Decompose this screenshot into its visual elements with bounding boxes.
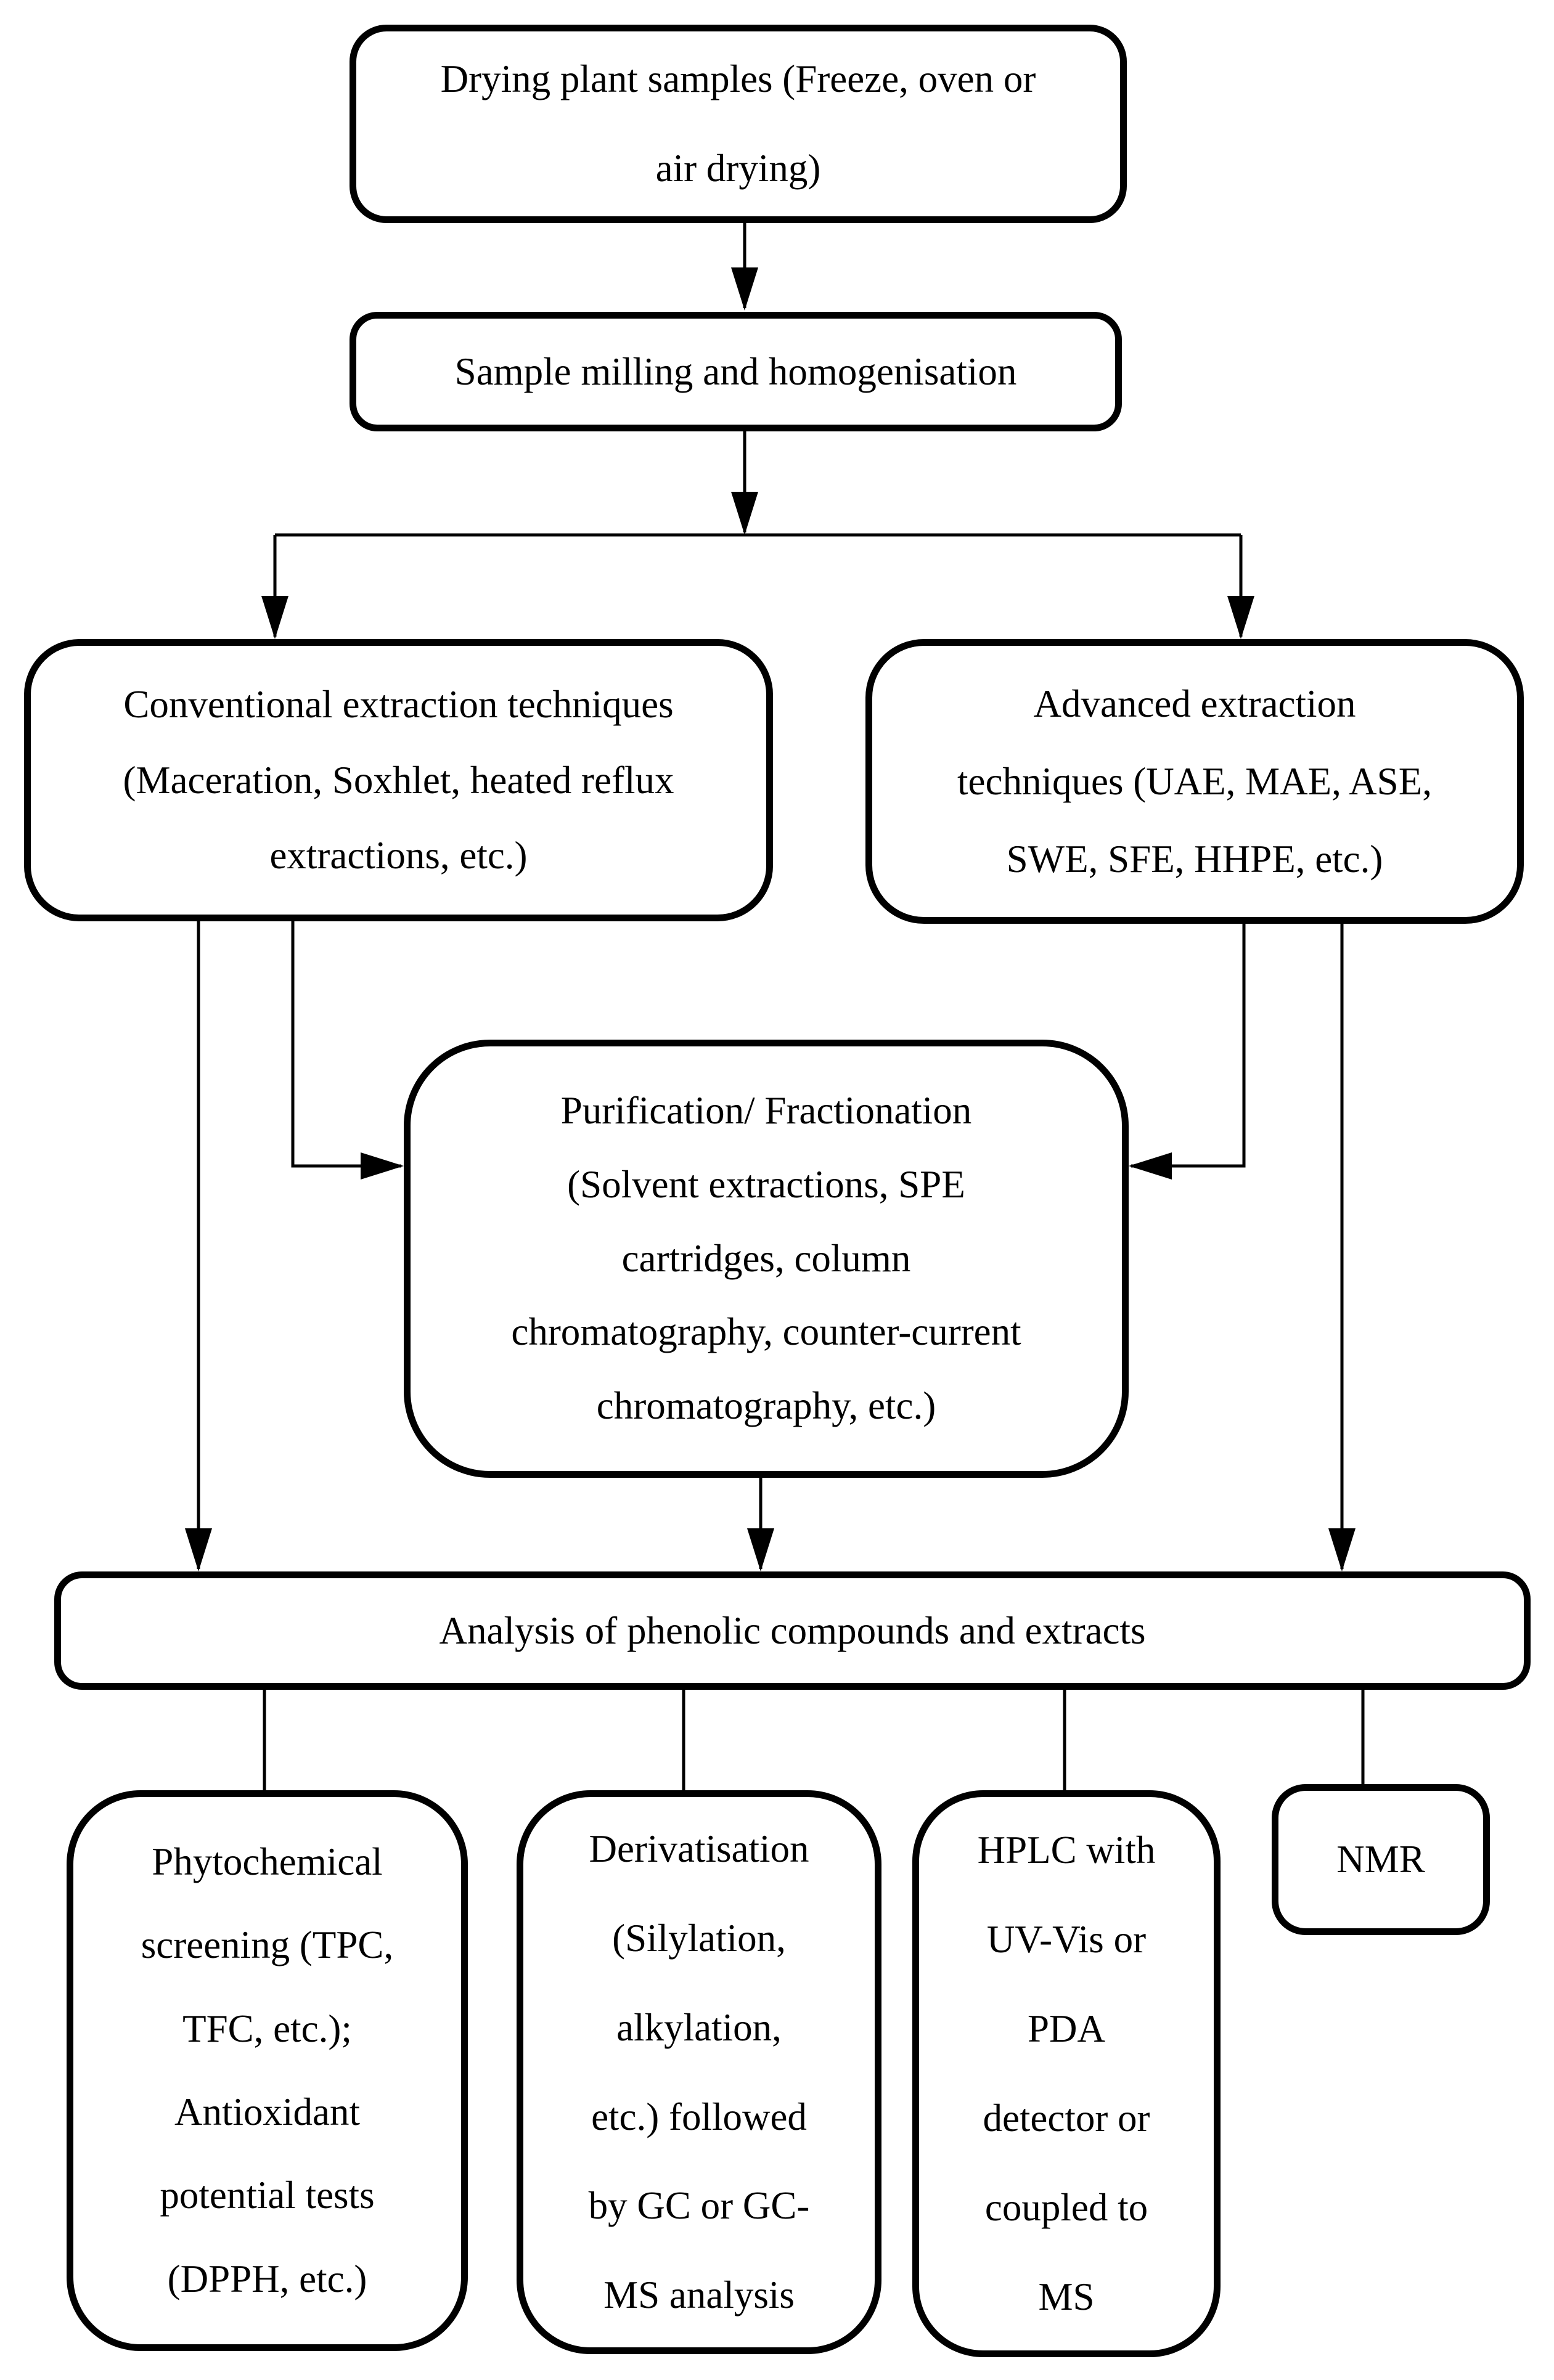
node-derivatisation-label: Derivatisation (Silylation, alkylation, …: [588, 1827, 810, 2317]
node-analysis-phenolic-compounds: Analysis of phenolic compounds and extra…: [54, 1571, 1531, 1690]
node-phytochemical-label: Phytochemical screening (TPC, TFC, etc.)…: [141, 1840, 394, 2301]
node-advanced-label: Advanced extraction techniques (UAE, MAE…: [957, 682, 1432, 881]
node-drying-plant-samples: Drying plant samples (Freeze, oven or ai…: [350, 25, 1127, 223]
node-analysis-label: Analysis of phenolic compounds and extra…: [439, 1608, 1146, 1652]
node-phytochemical-screening: Phytochemical screening (TPC, TFC, etc.)…: [67, 1790, 468, 2351]
edge-advanced-to-purification: [1129, 924, 1246, 1180]
node-nmr-label: NMR: [1336, 1837, 1425, 1881]
node-derivatisation-gc-ms: Derivatisation (Silylation, alkylation, …: [517, 1790, 881, 2354]
node-sample-milling: Sample milling and homogenisation: [350, 312, 1122, 431]
node-conventional-label: Conventional extraction techniques (Mace…: [123, 682, 674, 878]
node-milling-label: Sample milling and homogenisation: [454, 349, 1017, 393]
node-drying-label: Drying plant samples (Freeze, oven or ai…: [440, 57, 1036, 190]
node-conventional-extraction: Conventional extraction techniques (Mace…: [24, 639, 773, 921]
node-hplc-label: HPLC with UV-Vis or PDA detector or coup…: [977, 1828, 1156, 2318]
node-purification-fractionation: Purification/ Fractionation (Solvent ext…: [404, 1040, 1129, 1478]
node-purification-label: Purification/ Fractionation (Solvent ext…: [511, 1089, 1021, 1428]
node-hplc-detector: HPLC with UV-Vis or PDA detector or coup…: [912, 1790, 1221, 2357]
node-nmr: NMR: [1272, 1784, 1490, 1935]
edge-conventional-to-purification: [291, 921, 404, 1180]
node-advanced-extraction: Advanced extraction techniques (UAE, MAE…: [865, 639, 1524, 924]
